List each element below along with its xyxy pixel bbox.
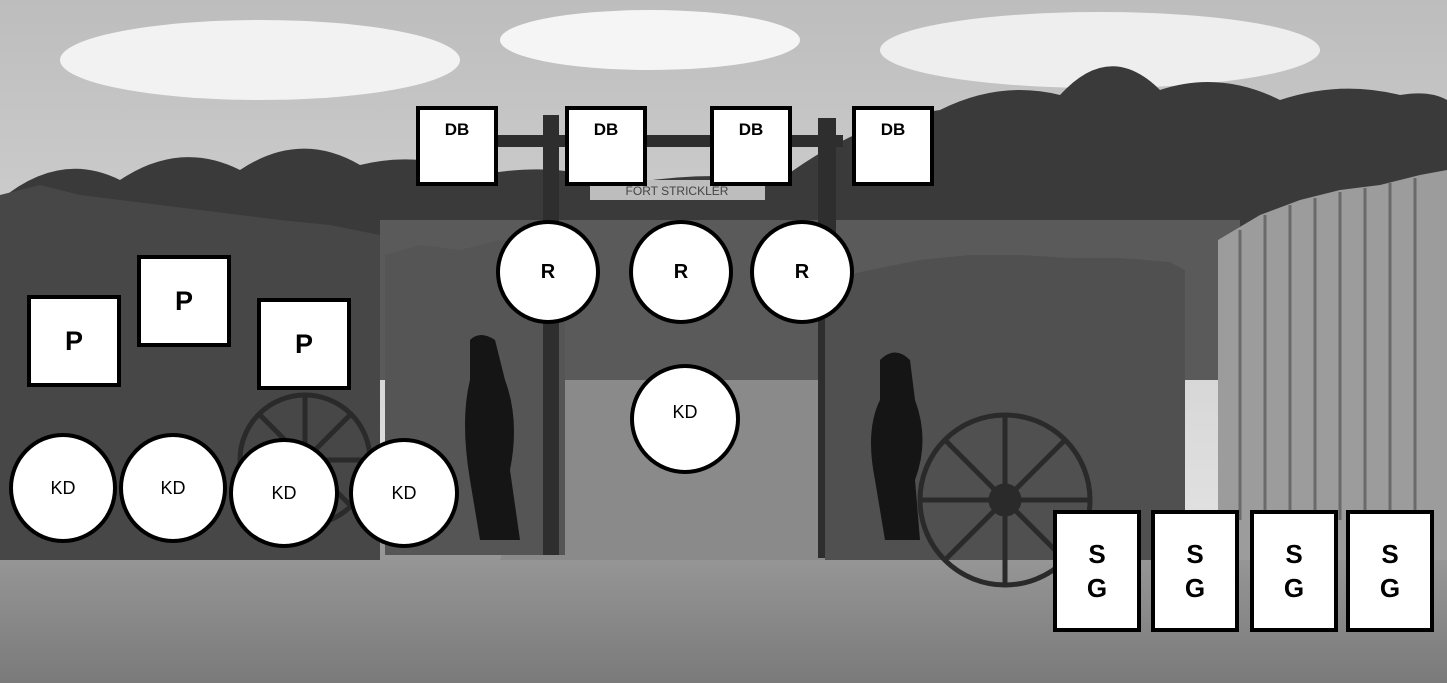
- r-token[interactable]: R: [496, 220, 600, 324]
- kd-token[interactable]: KD: [349, 438, 459, 548]
- gate-post-left: [543, 115, 559, 555]
- r-token[interactable]: R: [750, 220, 854, 324]
- p-token[interactable]: P: [137, 255, 231, 347]
- db-token[interactable]: DB: [852, 106, 934, 186]
- kd-token[interactable]: KD: [9, 433, 117, 543]
- kd-token[interactable]: KD: [119, 433, 227, 543]
- db-token[interactable]: DB: [565, 106, 647, 186]
- sg-token[interactable]: S G: [1346, 510, 1434, 632]
- db-token[interactable]: DB: [710, 106, 792, 186]
- p-token[interactable]: P: [257, 298, 351, 390]
- sg-token[interactable]: S G: [1151, 510, 1239, 632]
- sg-token[interactable]: S G: [1250, 510, 1338, 632]
- r-token[interactable]: R: [629, 220, 733, 324]
- cloud: [60, 20, 460, 100]
- db-token[interactable]: DB: [416, 106, 498, 186]
- p-token[interactable]: P: [27, 295, 121, 387]
- sign-text: FORT STRICKLER: [626, 184, 729, 198]
- cloud: [500, 10, 800, 70]
- kd-token[interactable]: KD: [229, 438, 339, 548]
- right-stockade: [1218, 170, 1447, 560]
- kd-token[interactable]: KD: [630, 364, 740, 474]
- sg-token[interactable]: S G: [1053, 510, 1141, 632]
